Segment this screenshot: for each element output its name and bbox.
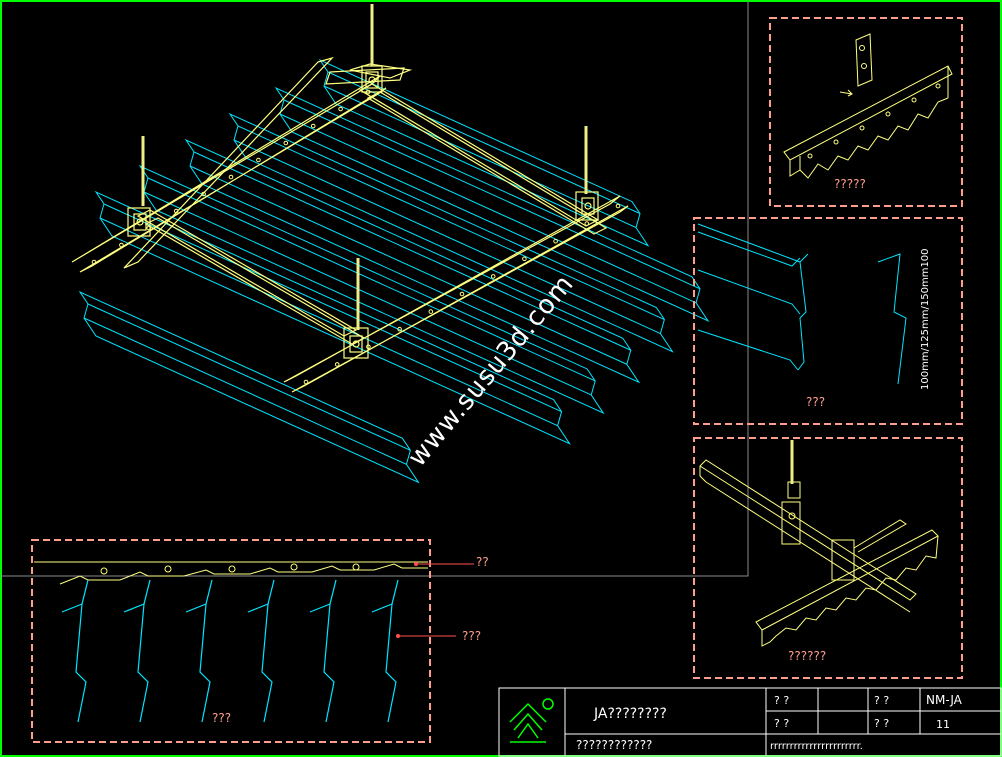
rail-hole: [228, 174, 234, 180]
rail-hole: [119, 242, 124, 248]
title-label-3: ? ?: [874, 694, 889, 707]
label-carrier: ??: [476, 555, 489, 569]
title-label-1: ? ?: [774, 694, 789, 707]
strip-fold-line: [99, 217, 558, 427]
title-label-4: ? ?: [874, 717, 889, 730]
strip-fold-line: [189, 165, 628, 365]
rail-hole: [201, 191, 206, 197]
label-panel: ???: [462, 629, 481, 643]
strip-fold-line: [103, 203, 562, 413]
rail-hole: [334, 362, 340, 367]
isometric-ceiling-assembly: [71, 4, 710, 484]
ceiling-strip: [138, 164, 605, 415]
rail-hole: [303, 379, 309, 385]
rail-hole: [428, 309, 434, 314]
detail-bottom-right: ??????: [693, 437, 963, 679]
strip-fold-line: [147, 177, 596, 382]
detail-mid-right-border: [693, 217, 963, 425]
detail-bottom-right-border: [693, 437, 963, 679]
ceiling-strip: [318, 58, 650, 247]
title-note: rrrrrrrrrrrrrrrrrrrrrrr.: [770, 741, 863, 752]
rail-holes: [91, 89, 621, 385]
panel-hook: [205, 579, 213, 605]
title-code: NM-JA: [926, 693, 963, 707]
strip-fold-line: [323, 85, 637, 229]
rail-hole: [615, 203, 621, 209]
detail-top-right-border: [769, 17, 963, 207]
rail-hole: [584, 221, 590, 226]
rail-hole: [338, 106, 343, 112]
strip-fold-line: [83, 317, 407, 465]
section-bottom-left-border: [31, 539, 431, 743]
ceiling-strip-panels: [78, 58, 710, 484]
rail-hole: [146, 225, 152, 231]
panel-profile: [247, 603, 273, 723]
suspension-rods: [141, 4, 588, 330]
strip-fold-line: [327, 71, 641, 215]
title-block: JA???????? ???????????? ? ? ? ? ? ? ? ? …: [498, 687, 1002, 757]
panel-profile: [61, 603, 87, 723]
rail-hole: [283, 140, 289, 146]
rail-hole: [256, 157, 261, 163]
detail-mid-right-dimension: 100mm/125mm/150mm100: [920, 248, 931, 390]
model-space-border: [0, 1, 749, 577]
panel-hook: [143, 579, 151, 605]
panel-profile: [371, 603, 397, 723]
section-bottom-left-caption: ???: [212, 711, 231, 725]
watermark-text: www.susu3d.com: [402, 269, 580, 473]
title-drawing-name: ????????????: [576, 738, 652, 752]
strip-fold-line: [193, 151, 632, 351]
detail-mid-right-caption: ???: [806, 395, 825, 409]
strip-fold-line: [279, 113, 697, 304]
title-label-2: ? ?: [774, 717, 789, 730]
detail-top-right: ?????: [769, 17, 963, 207]
detail-top-right-caption: ?????: [834, 177, 866, 191]
ceiling-strip: [274, 86, 710, 322]
strip-fold-line: [233, 139, 661, 334]
strip-fold-line: [143, 191, 592, 396]
strip-fold-line: [237, 125, 665, 320]
panel-profile: [123, 603, 149, 723]
rail-hole: [459, 291, 465, 297]
section-bottom-left: ?? ??? ???: [31, 539, 489, 743]
ceiling-strip: [184, 138, 641, 384]
rail-hole: [522, 256, 527, 262]
ceiling-strip: [78, 290, 420, 484]
strip-fold-line: [87, 303, 411, 451]
title-project: JA????????: [593, 706, 667, 722]
rail-hole: [310, 123, 316, 129]
detail-mid-right: 100mm/125mm/150mm100 ???: [693, 217, 963, 425]
panel-hook: [81, 579, 89, 605]
rail-hole: [91, 259, 97, 265]
rail-hole: [553, 238, 558, 244]
detail-bottom-right-caption: ??????: [788, 649, 826, 663]
rail-hole: [490, 274, 496, 279]
strip-fold-line: [283, 99, 701, 290]
panel-hook: [267, 579, 275, 605]
rail-hole: [397, 326, 402, 332]
ceiling-strip: [94, 190, 571, 445]
title-sheet: 11: [936, 718, 950, 731]
rail-hole: [173, 208, 179, 214]
company-logo-icon: [509, 698, 554, 743]
panel-profile: [185, 603, 211, 723]
panel-profile: [309, 603, 335, 723]
panel-hook: [329, 579, 337, 605]
panel-profiles: [61, 579, 399, 723]
panel-hook: [391, 579, 399, 605]
ceiling-strip: [228, 112, 674, 353]
